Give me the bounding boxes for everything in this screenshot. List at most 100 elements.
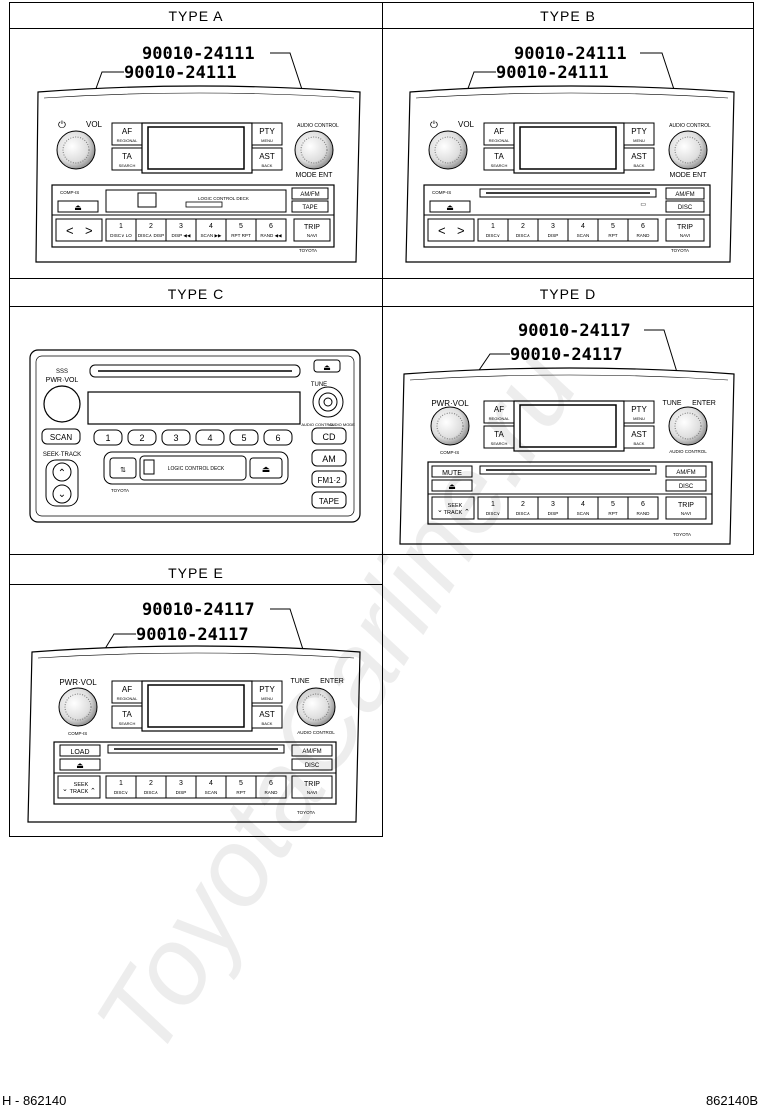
- tape-button-a[interactable]: [291, 200, 329, 213]
- amfm-button-b[interactable]: [665, 187, 705, 200]
- seek-track-button-e[interactable]: [57, 775, 101, 799]
- tape-label-a: TAPE: [302, 205, 317, 211]
- pty-button-b[interactable]: [623, 122, 655, 146]
- chevron-up-icon: ⌃: [90, 787, 96, 795]
- scan-button-c[interactable]: [41, 428, 81, 445]
- fm-button-c[interactable]: [311, 470, 347, 488]
- seek-track-button-d[interactable]: [431, 496, 475, 520]
- ast-button-a[interactable]: [251, 147, 283, 171]
- preset-number: 5: [239, 780, 243, 787]
- tape-reverse-button-c[interactable]: [109, 457, 137, 479]
- track-label-d: TRACK: [444, 510, 463, 516]
- mute-button-d[interactable]: [431, 465, 473, 478]
- preset-button-6[interactable]: [627, 218, 659, 242]
- amfm-button-e[interactable]: [291, 744, 333, 757]
- mute-label-d: MUTE: [442, 470, 462, 477]
- power-icon: ⏻: [58, 120, 66, 131]
- part-number-b1: 90010-24111: [514, 44, 627, 64]
- footer-left: H - 862140: [2, 1093, 67, 1108]
- type-e-heading: TYPE E: [168, 565, 224, 581]
- eject-button-a[interactable]: [57, 200, 99, 213]
- pty-button-a[interactable]: [251, 122, 283, 146]
- eject-button-d[interactable]: [431, 479, 473, 492]
- preset-number: 1: [105, 433, 110, 443]
- eject-button-c[interactable]: [313, 359, 341, 373]
- pty-sublabel: MENU: [261, 138, 273, 143]
- vol-knob-c[interactable]: [43, 385, 81, 423]
- pty-label: PTY: [631, 405, 647, 414]
- seek-left-icon: <: [66, 223, 74, 238]
- mode-ent-label: MODE ENT: [296, 172, 334, 179]
- seek-button-b[interactable]: [427, 218, 475, 242]
- radio-type-c: ⏏ SSS PWR·VOL TUNE AUDIO CONTROL AUDIO M…: [29, 349, 361, 523]
- preset-sublabel: DISC∨: [114, 790, 129, 795]
- amfm-button-d[interactable]: [665, 465, 707, 478]
- tune-label-c: TUNE: [311, 382, 327, 388]
- tune-label-d: TUNE: [662, 400, 681, 407]
- preset-number: 5: [239, 223, 243, 230]
- ast-button-d[interactable]: [623, 425, 655, 449]
- footer-right: 862140B: [705, 1093, 758, 1108]
- trip-button-d[interactable]: [665, 496, 707, 520]
- ast-button-b[interactable]: [623, 147, 655, 171]
- preset-number: 3: [551, 223, 555, 230]
- part-number-e1: 90010-24117: [142, 600, 255, 620]
- trip-button-e[interactable]: [291, 775, 333, 799]
- pty-button-d[interactable]: [623, 400, 655, 424]
- comp-is-label: COMP-IS: [60, 190, 79, 195]
- preset-button-6[interactable]: [255, 775, 287, 799]
- cd-button-c[interactable]: [311, 427, 347, 445]
- preset-button-4[interactable]: [195, 429, 225, 446]
- load-button-e[interactable]: [59, 744, 101, 757]
- trip-button-a[interactable]: [293, 218, 331, 242]
- preset-number: 5: [611, 501, 615, 508]
- disc-button-b[interactable]: [665, 200, 705, 213]
- trip-sublabel-e: NAVI: [307, 790, 317, 795]
- amfm-label-d: AM/FM: [676, 470, 695, 476]
- tape-eject-button-c[interactable]: [249, 457, 283, 479]
- tape-button-c[interactable]: [311, 491, 347, 509]
- preset-sublabel: DISP: [548, 233, 559, 238]
- eject-icon: ⏏: [448, 482, 456, 491]
- seek-down-button-c[interactable]: [52, 484, 72, 504]
- preset-sublabel: DISC∨: [486, 233, 501, 238]
- trip-button-b[interactable]: [665, 218, 705, 242]
- preset-button-1[interactable]: [93, 429, 123, 446]
- disc-button-e[interactable]: [291, 758, 333, 771]
- tape-slot-a: [105, 189, 287, 213]
- seek-button-a[interactable]: [55, 218, 103, 242]
- preset-button-2[interactable]: [127, 429, 157, 446]
- preset-sublabel: DISC∨ LO: [110, 233, 132, 238]
- chevron-up-icon: ⌃: [58, 468, 66, 479]
- preset-sublabel: SCAN ▶▶: [200, 233, 222, 238]
- af-sublabel: REGIONAL: [489, 138, 510, 143]
- part-number-b2: 90010-24111: [496, 63, 609, 83]
- ast-button-e[interactable]: [251, 705, 283, 729]
- preset-button-6[interactable]: [263, 429, 293, 446]
- eject-button-b[interactable]: [429, 200, 471, 213]
- pty-button-e[interactable]: [251, 680, 283, 704]
- am-button-c[interactable]: [311, 449, 347, 467]
- seek-up-button-c[interactable]: [52, 462, 72, 482]
- preset-button-5[interactable]: [229, 429, 259, 446]
- eject-button-e[interactable]: [59, 758, 101, 771]
- seek-right-icon: >: [457, 223, 465, 238]
- amfm-button-a[interactable]: [291, 187, 329, 200]
- ast-label: AST: [259, 710, 275, 719]
- deck-label-c: LOGIC CONTROL DECK: [168, 466, 225, 472]
- fm-label-c: FM1·2: [317, 476, 341, 485]
- ta-label: TA: [122, 152, 132, 161]
- preset-button-6[interactable]: [255, 218, 287, 242]
- type-d-heading: TYPE D: [540, 286, 597, 302]
- disc-button-d[interactable]: [665, 479, 707, 492]
- preset-button-3[interactable]: [161, 429, 191, 446]
- ast-sublabel: BACK: [262, 721, 273, 726]
- disc-label-d: DISC: [679, 484, 694, 490]
- load-label-e: LOAD: [70, 749, 89, 756]
- part-number-a1: 90010-24111: [142, 44, 255, 64]
- eject-icon: ⏏: [76, 761, 84, 770]
- preset-sublabel: RAND ◀◀: [260, 233, 282, 238]
- seek-label-e: SEEK: [74, 782, 89, 788]
- preset-button-6[interactable]: [627, 496, 659, 520]
